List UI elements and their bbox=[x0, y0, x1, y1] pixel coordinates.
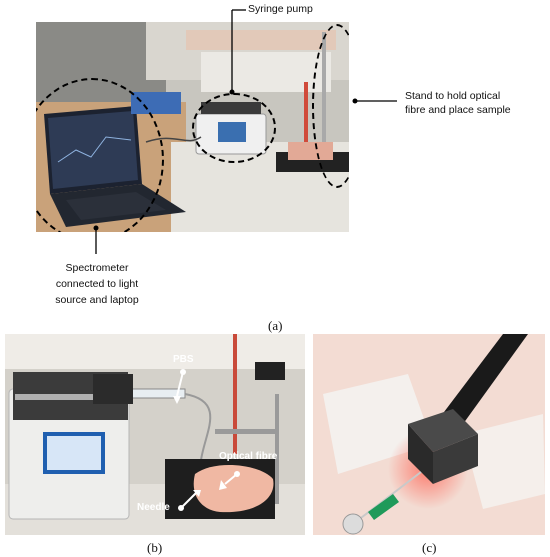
pump-highlight-ellipse bbox=[192, 93, 276, 163]
needle-annotation: Needle bbox=[137, 502, 170, 513]
stand-label-line1: Stand to hold optical bbox=[405, 90, 501, 102]
panel-b-letter: (b) bbox=[147, 540, 163, 555]
laptop-highlight-ellipse bbox=[36, 78, 164, 232]
spectrometer-label-line3: source and laptop bbox=[55, 294, 139, 306]
panel-a-letter: (a) bbox=[268, 318, 283, 333]
stand-label-line2: fibre and place sample bbox=[405, 104, 511, 116]
panel-c-letter: (c) bbox=[422, 540, 437, 555]
pump-setup-illustration bbox=[5, 334, 305, 535]
panel-a-photo bbox=[36, 22, 349, 232]
panel-c-photo bbox=[313, 334, 545, 535]
spectrometer-label-line2: connected to light bbox=[55, 278, 139, 290]
syringe-pump-label: Syringe pump bbox=[248, 3, 313, 15]
spectrometer-label-line1: Spectrometer bbox=[65, 262, 129, 274]
pbs-annotation: PBS bbox=[173, 354, 194, 365]
panel-b-arrows bbox=[173, 369, 240, 511]
panel-b-photo: PBS Optical fibre Needle bbox=[5, 334, 305, 535]
fibre-closeup-illustration bbox=[313, 334, 545, 535]
optical-fibre-annotation: Optical fibre bbox=[219, 451, 278, 462]
callout-lines bbox=[93, 9, 397, 254]
